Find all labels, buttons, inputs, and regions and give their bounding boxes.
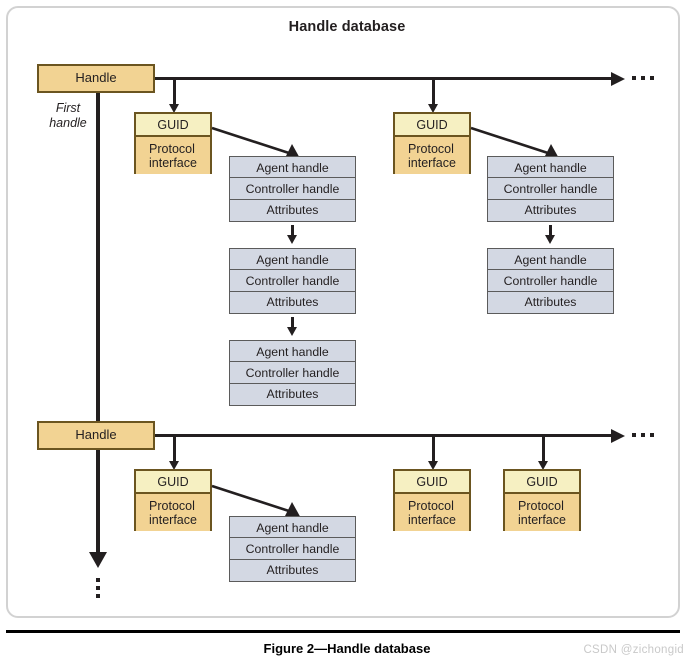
protocol-drop-arrow-r2-p1 [169, 461, 179, 470]
controller-handle-cell: Controller handle [487, 177, 614, 201]
guid-to-agent-connector-r2-p1 [211, 484, 302, 520]
agent-entry-r1-p2-1[interactable]: Agent handle Controller handle Attribute… [487, 156, 614, 222]
agent-handle-cell: Agent handle [229, 516, 356, 539]
controller-handle-cell: Controller handle [487, 269, 614, 293]
protocol-interface-r2-p2: Protocol interface [395, 494, 469, 531]
guid-label-r2-p2: GUID [395, 471, 469, 494]
handle-chain-arrow-row1 [611, 72, 625, 86]
protocol-drop-line-r1-p2 [432, 77, 435, 106]
guid-label-r2-p1: GUID [136, 471, 210, 494]
handle-box-first[interactable]: Handle [37, 64, 155, 93]
agent-handle-cell: Agent handle [487, 248, 614, 271]
protocol-drop-arrow-r2-p2 [428, 461, 438, 470]
controller-handle-cell: Controller handle [229, 537, 356, 561]
protocol-interface-line1: Protocol [518, 498, 564, 513]
agent-entry-r1-p1-1[interactable]: Agent handle Controller handle Attribute… [229, 156, 356, 222]
agent-handle-cell: Agent handle [229, 156, 356, 179]
protocol-drop-arrow-r2-p3 [538, 461, 548, 470]
protocol-interface-line1: Protocol [408, 141, 454, 156]
agent-link-arrow-r1-p1-1 [287, 235, 297, 244]
protocol-interface-r2-p1: Protocol interface [136, 494, 210, 531]
guid-label-r2-p3: GUID [505, 471, 579, 494]
handle-chain-line-row2 [155, 434, 613, 437]
protocol-interface-line2: interface [408, 512, 456, 527]
controller-handle-cell: Controller handle [229, 361, 356, 385]
attributes-cell: Attributes [229, 382, 356, 406]
agent-entry-r1-p1-2[interactable]: Agent handle Controller handle Attribute… [229, 248, 356, 314]
attributes-cell: Attributes [229, 290, 356, 314]
protocol-interface-line1: Protocol [408, 498, 454, 513]
protocol-interface-line2: interface [408, 155, 456, 170]
agent-link-arrow-r1-p2-1 [545, 235, 555, 244]
agent-handle-cell: Agent handle [487, 156, 614, 179]
agent-link-line-r1-p1-2 [291, 317, 294, 329]
protocol-entry-r2-p2[interactable]: GUID Protocol interface [393, 469, 471, 531]
protocol-interface-line2: interface [149, 512, 197, 527]
protocol-entry-r2-p3[interactable]: GUID Protocol interface [503, 469, 581, 531]
handle-chain-ellipsis-row2 [632, 433, 654, 437]
agent-handle-cell: Agent handle [229, 248, 356, 271]
agent-handle-cell: Agent handle [229, 340, 356, 363]
guid-label-r1-p2: GUID [395, 114, 469, 137]
attributes-cell: Attributes [229, 558, 356, 582]
guid-label-r1-p1: GUID [136, 114, 210, 137]
protocol-interface-line1: Protocol [149, 498, 195, 513]
handle-chain-arrow-row2 [611, 429, 625, 443]
agent-entry-r1-p2-2[interactable]: Agent handle Controller handle Attribute… [487, 248, 614, 314]
protocol-drop-line-r1-p1 [173, 77, 176, 106]
handle-chain-ellipsis-row1 [632, 76, 654, 80]
handle-list-spine-arrow [89, 552, 107, 568]
protocol-interface-r2-p3: Protocol interface [505, 494, 579, 531]
protocol-drop-line-r2-p2 [432, 434, 435, 463]
protocol-drop-arrow-r1-p1 [169, 104, 179, 113]
handle-list-ellipsis [96, 578, 100, 598]
protocol-entry-r1-p1[interactable]: GUID Protocol interface [134, 112, 212, 174]
handle-chain-line-row1 [155, 77, 613, 80]
figure-caption: Figure 2—Handle database [263, 641, 431, 656]
watermark-label: CSDN @zichongid [583, 644, 684, 656]
agent-link-line-r1-p2-1 [549, 225, 552, 237]
first-handle-line1: First [55, 101, 81, 115]
protocol-entry-r1-p2[interactable]: GUID Protocol interface [393, 112, 471, 174]
protocol-drop-arrow-r1-p2 [428, 104, 438, 113]
agent-link-line-r1-p1-1 [291, 225, 294, 237]
protocol-interface-line2: interface [149, 155, 197, 170]
agent-entry-r2-p1-1[interactable]: Agent handle Controller handle Attribute… [229, 516, 356, 582]
attributes-cell: Attributes [487, 290, 614, 314]
first-handle-annotation: First handle [38, 101, 98, 131]
protocol-drop-line-r2-p3 [542, 434, 545, 463]
controller-handle-cell: Controller handle [229, 177, 356, 201]
caption-divider [6, 630, 680, 633]
protocol-drop-line-r2-p1 [173, 434, 176, 463]
handle-list-spine [96, 93, 100, 554]
handle-box-second[interactable]: Handle [37, 421, 155, 450]
attributes-cell: Attributes [229, 198, 356, 222]
agent-entry-r1-p1-3[interactable]: Agent handle Controller handle Attribute… [229, 340, 356, 406]
protocol-interface-line2: interface [518, 512, 566, 527]
protocol-entry-r2-p1[interactable]: GUID Protocol interface [134, 469, 212, 531]
attributes-cell: Attributes [487, 198, 614, 222]
first-handle-line2: handle [49, 116, 87, 130]
diagram-title: Handle database [288, 19, 406, 35]
agent-link-arrow-r1-p1-2 [287, 327, 297, 336]
protocol-interface-r1-p2: Protocol interface [395, 137, 469, 174]
protocol-interface-line1: Protocol [149, 141, 195, 156]
protocol-interface-r1-p1: Protocol interface [136, 137, 210, 174]
controller-handle-cell: Controller handle [229, 269, 356, 293]
